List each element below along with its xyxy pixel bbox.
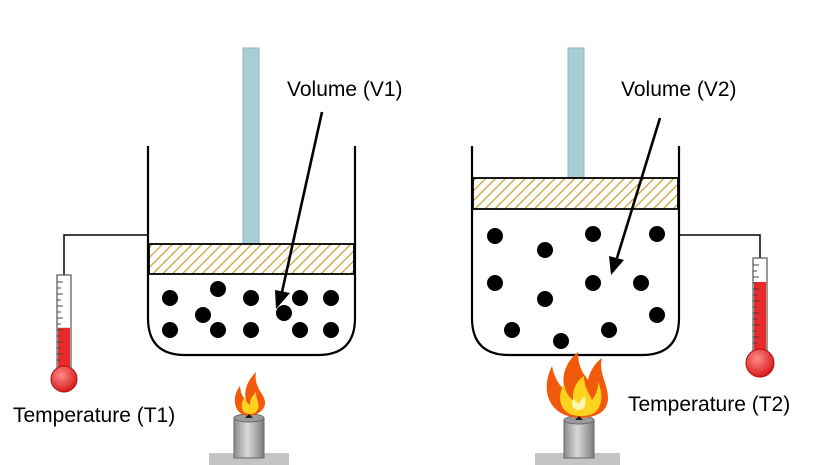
particle xyxy=(323,322,339,338)
particle xyxy=(633,275,649,291)
right-volume-label: Volume (V2) xyxy=(621,78,737,101)
right-piston xyxy=(472,177,679,210)
particle xyxy=(195,307,211,323)
particle xyxy=(537,242,553,258)
left-container xyxy=(146,146,357,357)
particle xyxy=(601,322,617,338)
right-piston-rod xyxy=(567,47,585,179)
left-piston-rod xyxy=(242,47,260,245)
left-volume-label: Volume (V1) xyxy=(287,78,403,101)
particle xyxy=(487,275,503,291)
particle xyxy=(553,333,569,349)
left-piston xyxy=(148,243,355,275)
particle xyxy=(323,290,339,306)
left-flame-icon xyxy=(234,372,266,418)
left-burner xyxy=(209,413,289,465)
particle xyxy=(243,290,259,306)
particle xyxy=(504,322,520,338)
particle xyxy=(162,290,178,306)
right-burner xyxy=(535,415,620,465)
right-thermometer xyxy=(745,257,775,378)
particle xyxy=(585,226,601,242)
left-thermometer xyxy=(50,274,78,393)
particle xyxy=(585,275,601,291)
particle xyxy=(537,291,553,307)
particle xyxy=(292,322,308,338)
left-particles xyxy=(162,281,339,338)
particle xyxy=(243,322,259,338)
particle xyxy=(649,226,665,242)
particle xyxy=(649,307,665,323)
particle xyxy=(292,290,308,306)
particle xyxy=(276,305,292,321)
left-apparatus: Volume (V1) Temperature (T1) xyxy=(13,47,403,465)
particle xyxy=(162,322,178,338)
left-thermometer-wire xyxy=(63,234,148,275)
left-temperature-label: Temperature (T1) xyxy=(13,404,175,427)
right-apparatus: Volume (V2) Temperature (T2) xyxy=(470,47,790,465)
right-particles xyxy=(487,226,665,349)
right-temperature-label: Temperature (T2) xyxy=(628,393,790,416)
right-thermometer-wire xyxy=(679,234,761,258)
right-flame-icon xyxy=(546,352,608,420)
particle xyxy=(210,322,226,338)
particle xyxy=(210,281,226,297)
right-volume-arrow xyxy=(609,117,662,275)
left-volume-arrow xyxy=(275,111,324,309)
particle xyxy=(487,228,503,244)
